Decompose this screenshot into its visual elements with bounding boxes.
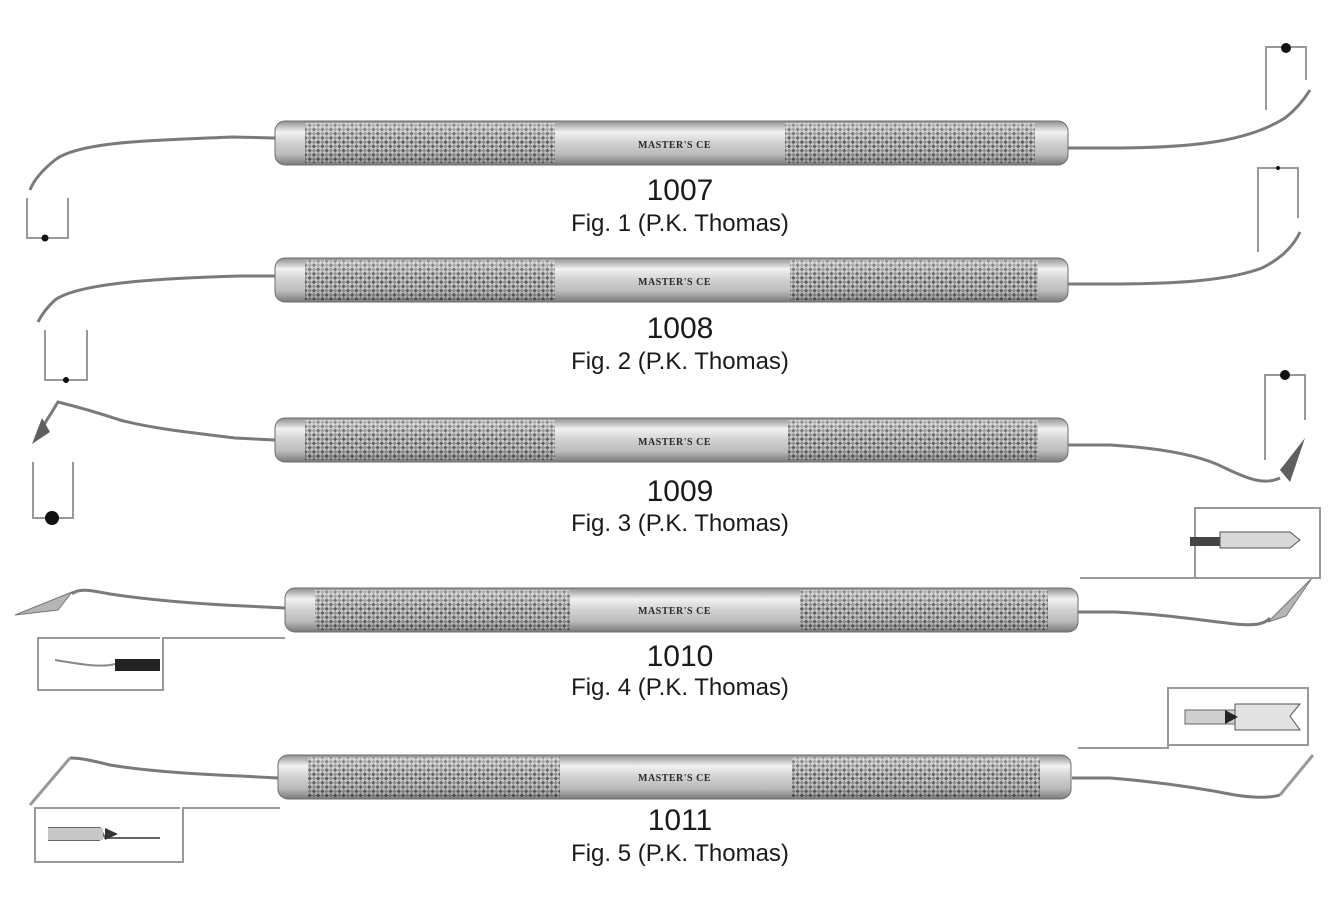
handle: MASTER'S CE (274, 120, 1069, 166)
left-working-end (28, 135, 276, 191)
right-blade (1278, 754, 1315, 796)
right-blade (1280, 438, 1305, 482)
instrument-code: 1008 (646, 312, 714, 345)
tip-detail-right (1078, 687, 1309, 749)
instrument-1009: MASTER'S CE (32, 370, 1306, 525)
handle: MASTER'S CE (284, 587, 1079, 633)
left-working-end (69, 756, 279, 780)
instrument-1010: MASTER'S CE (14, 507, 1321, 691)
instrument-1007: MASTER'S CE (26, 43, 1312, 242)
left-working-end (70, 588, 286, 610)
right-working-end (1068, 231, 1302, 286)
brand-mark: MASTER'S CE (638, 773, 711, 784)
brand-mark: MASTER'S CE (638, 606, 711, 617)
tip-detail-right (1080, 507, 1321, 579)
tip-dot-right (1281, 43, 1291, 53)
tip-bracket-right (1265, 46, 1307, 110)
instrument-caption: Fig. 4 (P.K. Thomas) (571, 674, 789, 701)
right-working-end (1068, 443, 1281, 483)
instrument-caption: Fig. 5 (P.K. Thomas) (571, 840, 789, 867)
tip-dot-left (63, 377, 69, 383)
brand-mark: MASTER'S CE (638, 437, 711, 448)
tip-bracket-left (26, 198, 69, 239)
handle: MASTER'S CE (277, 754, 1072, 800)
tip-detail-left (37, 637, 285, 691)
left-working-end (36, 274, 275, 323)
instrument-code: 1009 (646, 475, 714, 508)
left-blade (28, 757, 72, 806)
instrument-code: 1011 (647, 804, 713, 837)
instrument-caption: Fig. 3 (P.K. Thomas) (571, 510, 789, 537)
tip-bracket-left (32, 462, 74, 519)
brand-mark: MASTER'S CE (638, 277, 711, 288)
instrument-caption: Fig. 1 (P.K. Thomas) (571, 210, 789, 237)
tip-dot-right (1276, 166, 1280, 170)
tip-dot-right (1280, 370, 1290, 380)
right-working-end (1078, 610, 1272, 627)
tip-bracket-left (44, 330, 88, 381)
right-blade (1267, 577, 1313, 623)
handle: MASTER'S CE (274, 257, 1069, 303)
left-working-end (40, 400, 276, 442)
handle: MASTER'S CE (274, 417, 1069, 463)
instrument-code: 1010 (646, 640, 714, 673)
instrument-1008: MASTER'S CE (36, 166, 1302, 383)
tip-dot-left (41, 234, 49, 242)
left-blade (32, 418, 50, 444)
tip-bracket-right (1257, 167, 1299, 252)
tip-detail-left (34, 807, 280, 863)
right-working-end (1068, 89, 1312, 150)
right-working-end (1072, 776, 1281, 799)
tip-dot-left (45, 511, 59, 525)
instrument-1011: MASTER'S CE (28, 687, 1315, 863)
instrument-caption: Fig. 2 (P.K. Thomas) (571, 348, 789, 375)
brand-mark: MASTER'S CE (638, 140, 711, 151)
instrument-code: 1007 (646, 174, 714, 207)
left-blade (14, 590, 74, 616)
